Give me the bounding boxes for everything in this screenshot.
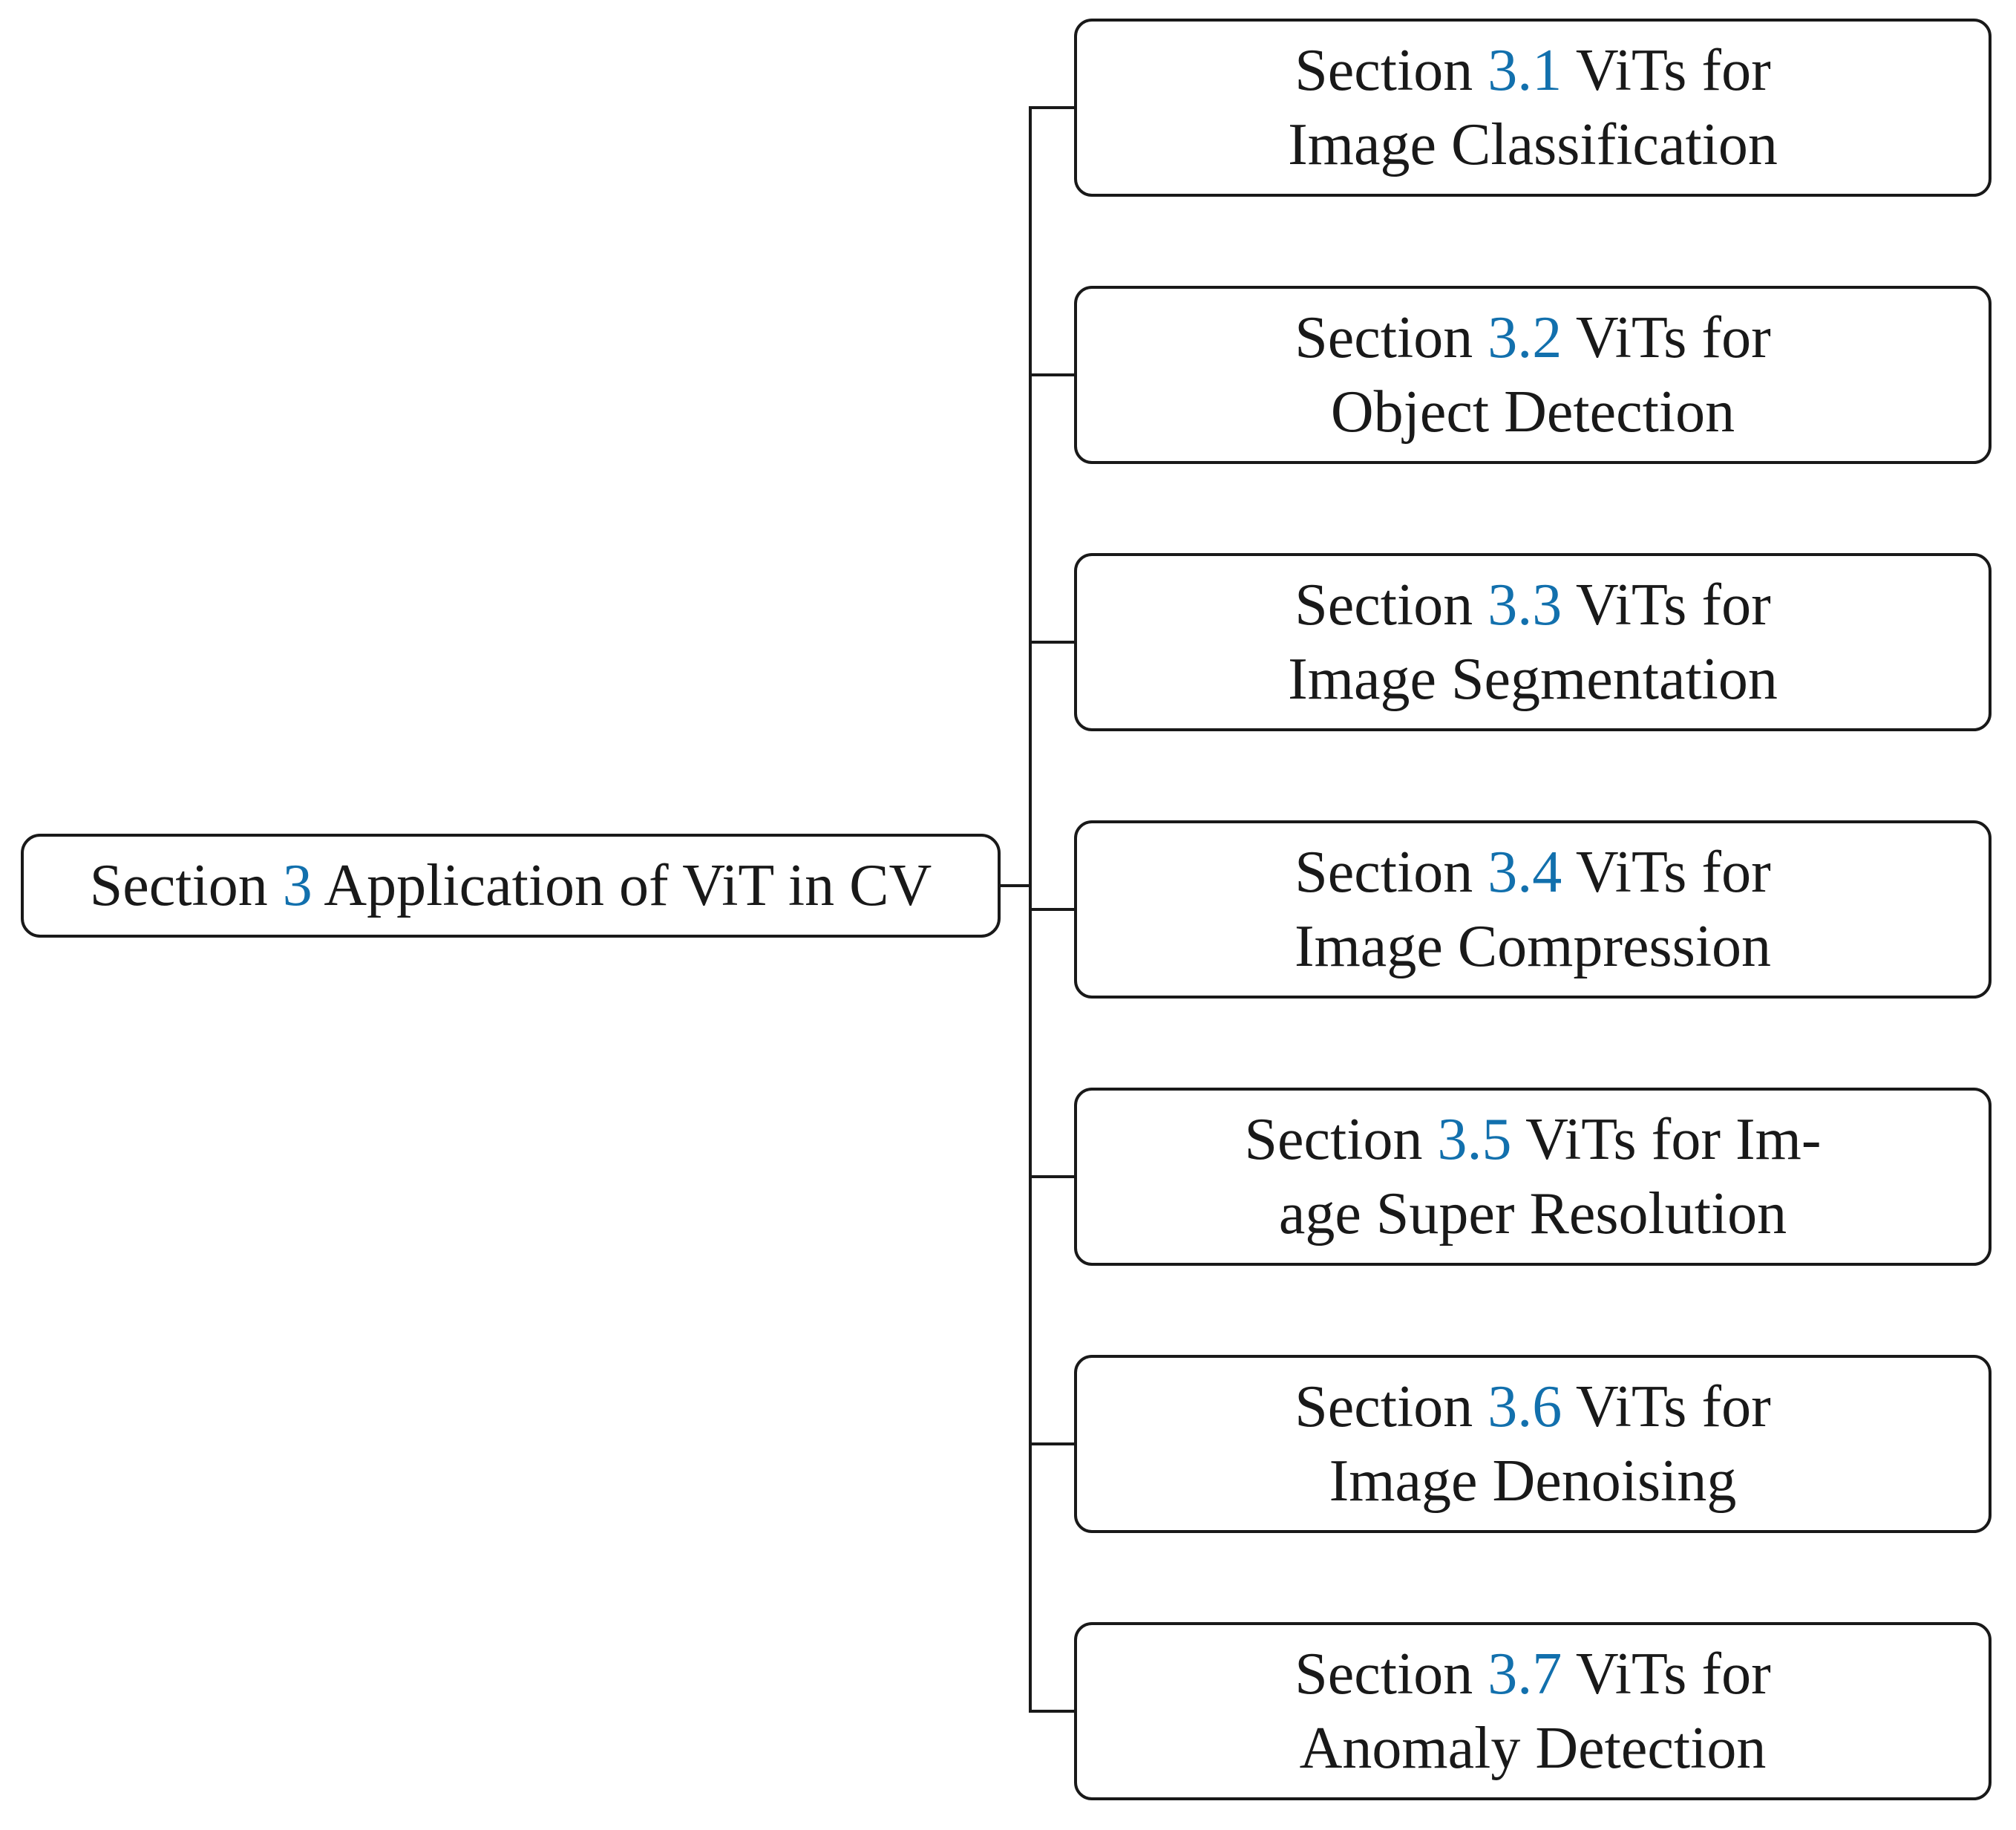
- section-number: 3.2: [1488, 305, 1562, 370]
- connector-stub-3-5: [1029, 1175, 1076, 1178]
- child-node-section-3-6: Section 3.6 ViTs for Image Denoising: [1074, 1355, 1992, 1533]
- child-node-section-3-5: Section 3.5 ViTs for Im- age Super Resol…: [1074, 1088, 1992, 1266]
- connector-stub-3-3: [1029, 641, 1076, 644]
- root-node-section-3: Section 3 Application of ViT in CV: [21, 834, 1001, 938]
- connector-stub-3-2: [1029, 373, 1076, 376]
- child-node-label: Section 3.5 ViTs for Im- age Super Resol…: [1244, 1107, 1822, 1246]
- section-number: 3.7: [1488, 1641, 1562, 1707]
- child-node-section-3-1: Section 3.1 ViTs for Image Classificatio…: [1074, 19, 1992, 197]
- child-node-label: Section 3.7 ViTs for Anomaly Detection: [1295, 1641, 1771, 1781]
- child-node-label: Section 3.4 ViTs for Image Compression: [1294, 840, 1772, 979]
- root-node-label: Section 3 Application of ViT in CV: [90, 849, 932, 923]
- section-number: 3.5: [1437, 1107, 1512, 1172]
- section-number: 3.3: [1488, 572, 1562, 638]
- section-number: 3.1: [1488, 38, 1562, 103]
- root-connector-line: [998, 884, 1032, 887]
- connector-stub-3-1: [1029, 106, 1076, 109]
- section-number: 3.6: [1488, 1374, 1562, 1440]
- child-node-section-3-3: Section 3.3 ViTs for Image Segmentation: [1074, 553, 1992, 731]
- connector-stub-3-4: [1029, 908, 1076, 911]
- child-node-section-3-7: Section 3.7 ViTs for Anomaly Detection: [1074, 1622, 1992, 1800]
- connector-stub-3-6: [1029, 1442, 1076, 1445]
- connector-stub-3-7: [1029, 1710, 1076, 1713]
- child-node-section-3-2: Section 3.2 ViTs for Object Detection: [1074, 286, 1992, 464]
- child-node-label: Section 3.2 ViTs for Object Detection: [1295, 305, 1771, 445]
- child-node-label: Section 3.3 ViTs for Image Segmentation: [1288, 572, 1778, 712]
- root-label-suffix: Application of ViT in CV: [324, 853, 932, 918]
- child-node-label: Section 3.6 ViTs for Image Denoising: [1295, 1374, 1771, 1514]
- root-section-number: 3: [282, 853, 312, 918]
- child-node-label: Section 3.1 ViTs for Image Classificatio…: [1288, 38, 1778, 177]
- child-node-section-3-4: Section 3.4 ViTs for Image Compression: [1074, 820, 1992, 999]
- section-number: 3.4: [1488, 840, 1562, 905]
- root-label-prefix: Section: [89, 853, 268, 918]
